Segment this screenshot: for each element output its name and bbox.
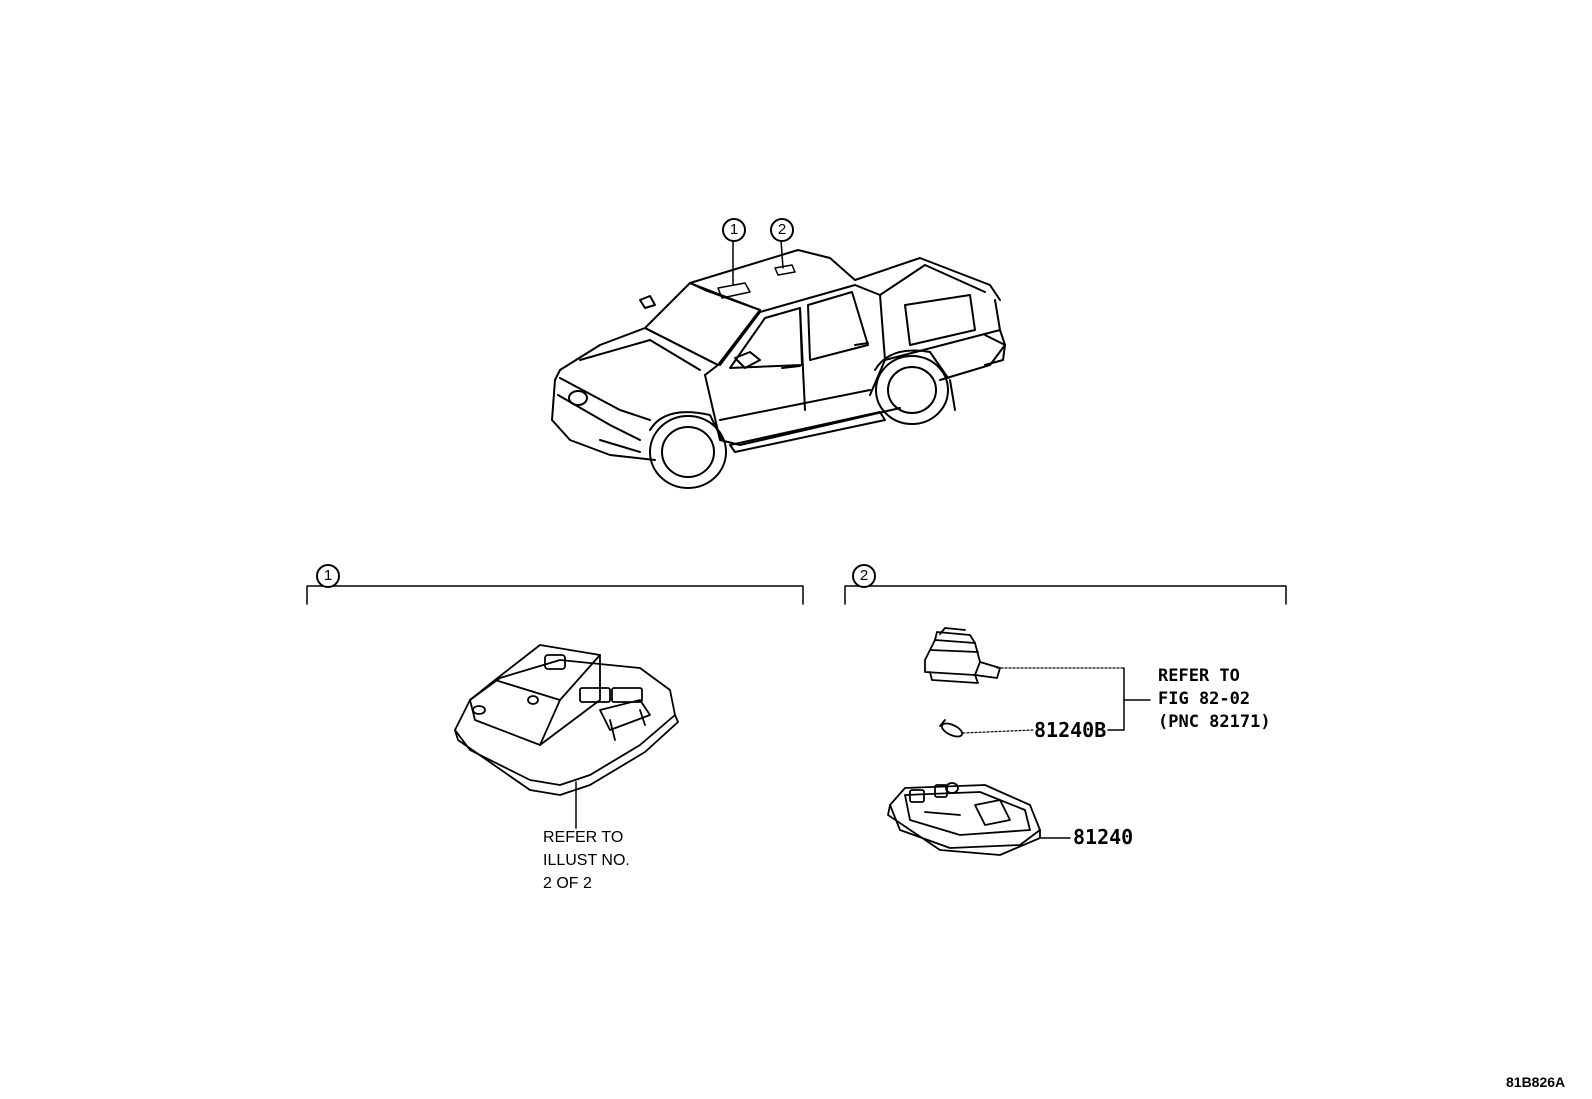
lamp-socket-illustration [924,627,1125,684]
figure-code: 81B826A [1506,1074,1566,1090]
refer-bracket [1107,667,1151,731]
pickup-truck-illustration [551,239,1006,489]
section-2-bracket [844,585,1287,605]
callout-2-section: 2 [852,564,876,588]
section-2-refer-line3: (PNC 82171) [1158,712,1271,732]
callout-1-section: 1 [316,564,340,588]
section-2-refer-line1: REFER TO [1158,666,1240,686]
section-1-refer-line1: REFER TO [543,829,624,846]
section-2-refer-line2: FIG 82-02 [1158,689,1251,709]
map-lamp-assembly-illustration [454,644,679,829]
room-lamp-housing-illustration [887,782,1071,856]
part-number-81240[interactable]: 81240 [1073,825,1134,849]
bulb-illustration [939,719,1034,738]
part-number-81240B[interactable]: 81240B [1034,718,1107,742]
section-1-bracket [306,585,804,605]
callout-2-top: 2 [770,218,794,242]
section-1-refer-line3: 2 OF 2 [543,875,592,892]
callout-1-top: 1 [722,218,746,242]
section-1-refer-line2: ILLUST NO. [543,852,630,869]
